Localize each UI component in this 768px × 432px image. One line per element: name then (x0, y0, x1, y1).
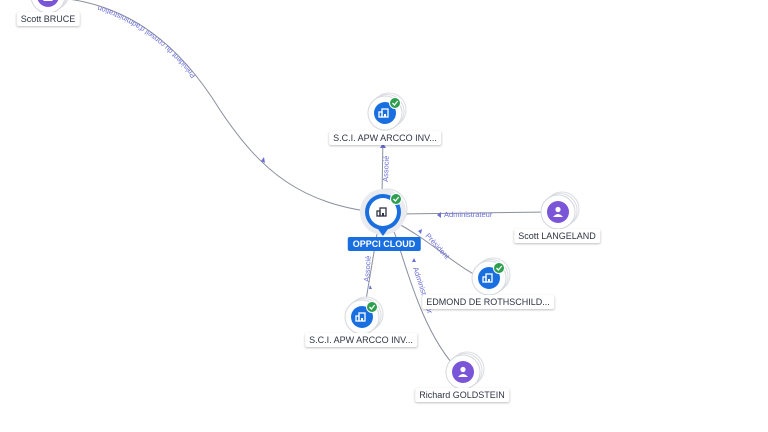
verified-check-icon (389, 97, 401, 109)
check-mark (369, 304, 376, 310)
node-label-goldstein[interactable]: Richard GOLDSTEIN (415, 388, 509, 402)
building-icon (378, 108, 389, 118)
node-label-bruce[interactable]: Scott BRUCE (16, 12, 80, 26)
arrow-edmond (418, 229, 422, 234)
arrow-langeland (437, 212, 441, 218)
edge-langeland (399, 211, 549, 215)
person-icon (553, 206, 563, 217)
node-label-sci-bottom[interactable]: S.C.I. APW ARCCO INV... (305, 333, 417, 347)
building-wing (355, 315, 360, 322)
verified-check-icon (366, 301, 378, 313)
edge-label-sci-top: Associé (381, 156, 391, 183)
node-label-main[interactable]: OPPCI CLOUD (347, 237, 421, 251)
node-inner (369, 198, 397, 226)
node-disc (37, 0, 59, 7)
person-body (458, 374, 468, 377)
check-mark (393, 196, 400, 202)
edge-label-bruce: Président du conseil d'administration (96, 4, 197, 80)
building-door (361, 318, 363, 321)
node-pin (378, 229, 388, 236)
node-goldstein[interactable] (445, 351, 485, 390)
arrow-goldstein (412, 258, 416, 262)
node-disc (351, 306, 373, 328)
person-head (555, 206, 561, 213)
edge-label-edmond: Président (424, 231, 453, 261)
building-door (488, 279, 490, 282)
building-icon (355, 312, 366, 322)
node-sci_top[interactable] (367, 92, 407, 131)
node-main[interactable] (360, 188, 408, 236)
arrow-sci-top (380, 143, 386, 148)
node-bruce[interactable] (30, 0, 69, 14)
node-label-sci-top[interactable]: S.C.I. APW ARCCO INV... (329, 131, 441, 145)
person-head (460, 366, 466, 373)
building-wing (376, 210, 381, 217)
building-wing (482, 276, 487, 283)
arrow-bruce (261, 157, 265, 163)
verified-check-icon (390, 193, 402, 205)
edge-label-sci-bottom: Associé (362, 255, 373, 282)
person-body (553, 214, 563, 217)
node-langeland[interactable] (540, 191, 580, 230)
building-icon (376, 207, 387, 217)
person-icon (458, 366, 468, 377)
building-icon (482, 273, 493, 283)
person-icon (43, 0, 53, 1)
node-label-edmond[interactable]: EDMOND DE ROTHSCHILD... (422, 295, 554, 309)
arrow-sci-bottom (369, 285, 372, 289)
verified-check-icon (493, 262, 505, 274)
edge-bruce (71, 0, 383, 214)
node-disc (478, 267, 500, 289)
node-label-langeland[interactable]: Scott LANGELAND (514, 229, 600, 243)
building-wing (378, 111, 383, 118)
person-body (43, 0, 53, 1)
node-edmond[interactable] (471, 257, 511, 296)
node-disc (374, 102, 396, 124)
edge-label-langeland: Administrateur (444, 210, 493, 219)
check-mark (392, 100, 399, 106)
node-sci_bottom[interactable] (344, 296, 384, 335)
building-door (384, 114, 386, 117)
check-mark (496, 265, 503, 271)
building-door (382, 213, 384, 216)
